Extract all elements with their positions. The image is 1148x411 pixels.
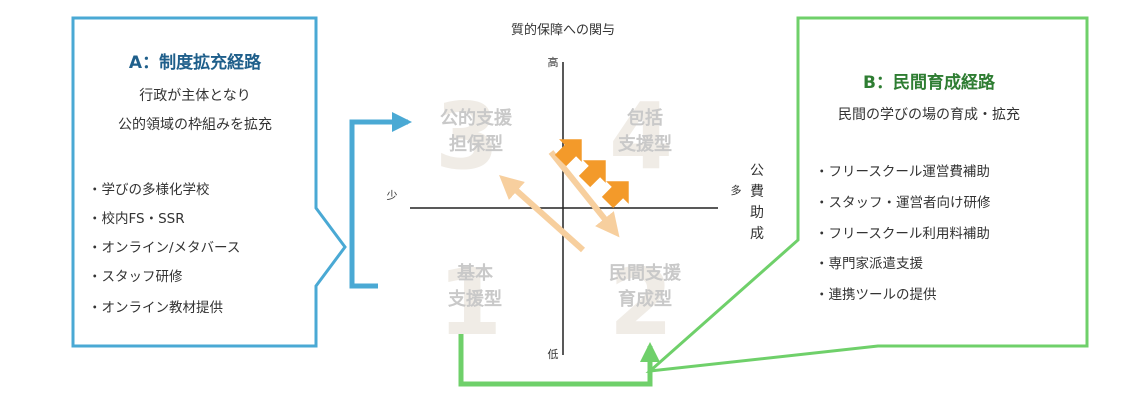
box-a-desc-line-2: 公的領域の枠組みを拡充: [118, 116, 272, 133]
quadrant-2-label-line-1: 民間支援: [609, 262, 682, 284]
quadrant-1-number: 1: [438, 249, 502, 356]
light-arrow-down-right: [548, 150, 620, 238]
box-a-item: ・オンライン教材提供: [88, 300, 223, 316]
quadrant-3-number: 3: [435, 83, 499, 190]
x-axis-label-char: 助: [750, 205, 764, 221]
box-b-item: ・連携ツールの提供: [815, 287, 937, 303]
quadrant-3-label-line-2: 担保型: [449, 133, 503, 155]
x-axis-label-char: 費: [750, 184, 764, 200]
box-a-item: ・オンライン/メタバース: [88, 240, 240, 256]
quadrant-2-number: 2: [609, 249, 673, 356]
box-a-item: ・校内FS・SSR: [88, 210, 185, 227]
quadrant-4-number: 4: [609, 83, 673, 190]
y-axis-low-label: 低: [548, 348, 559, 361]
box-b-item: ・専門家派遣支援: [815, 255, 923, 272]
quadrant-1-label-line-1: 基本: [456, 262, 493, 284]
quadrant-2-label-line-2: 育成型: [618, 288, 672, 310]
box-b-desc: 民間の学びの場の育成・拡充: [838, 107, 1020, 123]
orange-step-arrow: [601, 181, 629, 209]
y-axis-high-label: 高: [548, 55, 559, 69]
box-a-title: A：制度拡充経路: [129, 52, 262, 73]
light-arrow-up-left: [499, 175, 585, 253]
x-axis-low-label: 少: [387, 189, 398, 202]
y-axis-title: 質的保障への関与: [511, 22, 615, 38]
box-b-item: ・フリースクール利用料補助: [815, 226, 990, 242]
box-b-frame: [645, 16, 1089, 374]
orange-step-arrow: [578, 160, 606, 188]
box-b-item: ・スタッフ・運営者向け研修: [815, 195, 991, 211]
quadrant-3-label-line-1: 公的支援: [440, 107, 513, 129]
path-b-connector: [458, 322, 660, 387]
box-a-frame: [71, 16, 347, 348]
quadrant-4-label-line-2: 支援型: [617, 133, 672, 155]
box-b-item: ・フリースクール運営費補助: [815, 164, 990, 180]
x-axis-high-label: 多: [731, 183, 742, 197]
box-a-item: ・学びの多様化学校: [88, 181, 210, 198]
box-b-title: B：民間育成経路: [863, 72, 996, 93]
box-a-item: ・スタッフ研修: [88, 269, 183, 285]
path-a-connector: [349, 112, 412, 289]
x-axis-label-char: 公: [750, 163, 764, 179]
quadrant-1-label-line-2: 支援型: [447, 288, 502, 310]
quadrant-4-label-line-1: 包括: [627, 107, 663, 129]
x-axis-label-char: 成: [750, 226, 764, 242]
box-a-desc-line-1: 行政が主体となり: [139, 88, 251, 104]
orange-step-arrow: [554, 139, 582, 167]
